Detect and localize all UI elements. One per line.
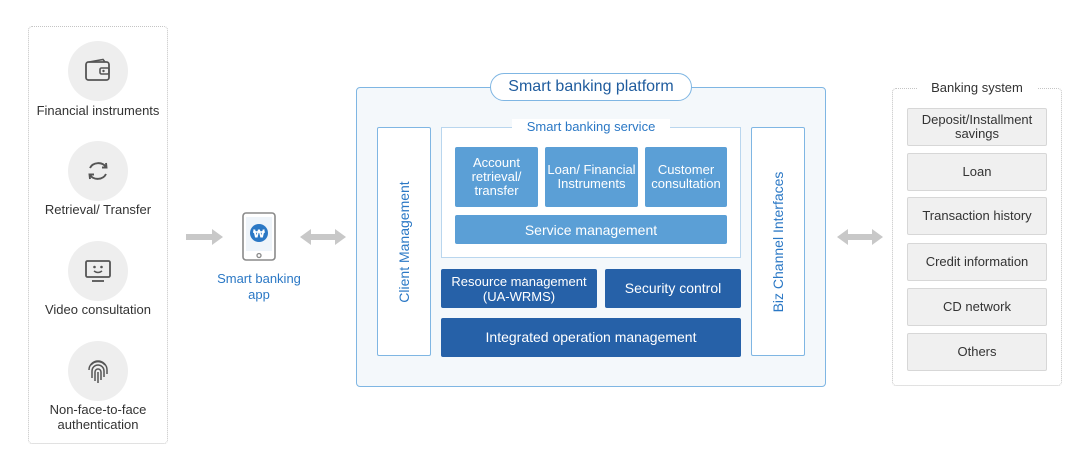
service-account-retrieval: Account retrieval/ transfer — [455, 147, 538, 207]
bank-item-transaction-history: Transaction history — [907, 197, 1047, 235]
svg-text:₩: ₩ — [253, 228, 265, 241]
right-arrow-icon — [186, 228, 224, 246]
client-management-box: Client Management — [377, 127, 431, 356]
smart-banking-service-title: Smart banking service — [512, 119, 670, 135]
biz-channel-interfaces-box: Biz Channel Interfaces — [751, 127, 805, 356]
bank-item-others: Others — [907, 333, 1047, 371]
wallet-icon — [68, 41, 128, 101]
won-tablet-icon: ₩ — [241, 212, 277, 262]
banking-system-title: Banking system — [917, 79, 1037, 97]
smart-banking-app-label: Smart banking app — [217, 271, 301, 302]
bank-item-loan: Loan — [907, 153, 1047, 191]
refresh-icon — [68, 141, 128, 201]
channel-video-consultation-label: Video consultation — [44, 302, 151, 317]
biz-channel-interfaces-label: Biz Channel Interfaces — [770, 171, 786, 312]
integrated-operation-management: Integrated operation management — [441, 318, 741, 357]
service-management: Service management — [455, 215, 727, 244]
bank-item-deposit: Deposit/Installment savings — [907, 108, 1047, 146]
security-control: Security control — [605, 269, 741, 308]
service-loan-financial: Loan/ Financial Instruments — [545, 147, 638, 207]
monitor-face-icon — [68, 241, 128, 301]
bank-item-cd-network: CD network — [907, 288, 1047, 326]
channel-authentication-label: Non-face-to-face authentication — [49, 402, 147, 432]
channel-financial-instruments-label: Financial instruments — [36, 103, 160, 118]
service-customer-consultation: Customer consultation — [645, 147, 727, 207]
channel-retrieval-transfer-label: Retrieval/ Transfer — [44, 202, 152, 217]
bank-item-credit-information: Credit information — [907, 243, 1047, 281]
bidirectional-arrow-icon — [300, 228, 346, 246]
fingerprint-icon — [68, 341, 128, 401]
bidirectional-arrow-icon — [837, 228, 883, 246]
platform-title: Smart banking platform — [490, 73, 692, 101]
resource-management: Resource management (UA-WRMS) — [441, 269, 597, 308]
client-management-label: Client Management — [396, 180, 412, 303]
channels-panel — [28, 26, 168, 444]
